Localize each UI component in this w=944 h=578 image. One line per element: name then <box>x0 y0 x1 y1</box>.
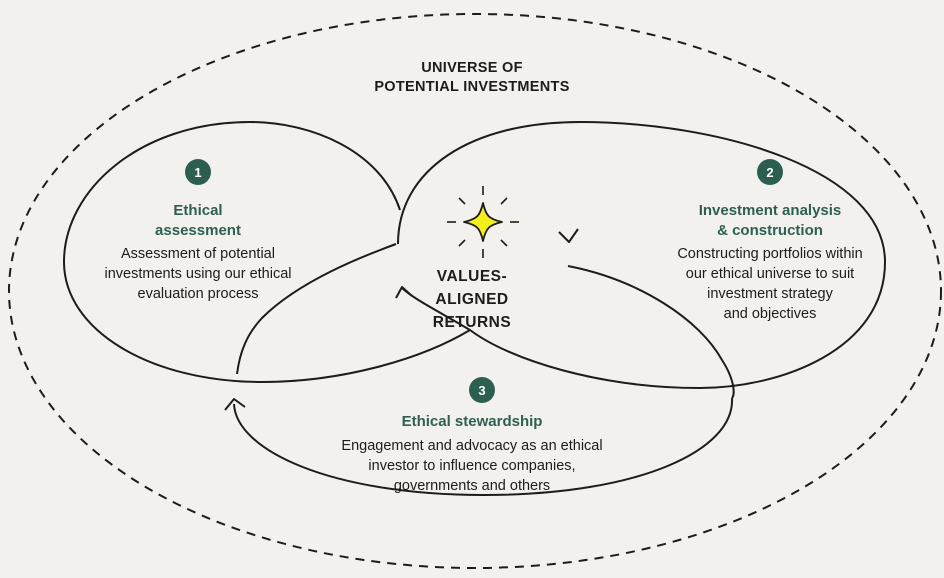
step-2-desc-line1: Constructing portfolios within <box>677 246 863 262</box>
circle-ethical-stewardship <box>233 265 735 497</box>
step-1-desc-line2: investments using our ethical <box>104 266 292 282</box>
step-3-title: Ethical stewardship <box>401 413 543 430</box>
arrow-head-center-left <box>395 286 413 299</box>
step-3-description: Engagement and advocacy as an ethical in… <box>312 436 632 496</box>
arrow-head-bottom-left <box>224 398 246 411</box>
center-label-line1: VALUES- <box>436 268 508 285</box>
step-1-title-line2: assessment <box>155 222 241 239</box>
sparkle-star-icon <box>447 186 519 258</box>
step-1-title-line1: Ethical <box>173 202 223 219</box>
arrow-head-top-right <box>558 228 579 243</box>
step-2-badge: 2 <box>757 159 783 185</box>
step-2-desc-line3: investment strategy <box>707 286 833 302</box>
step-1-badge: 1 <box>185 159 211 185</box>
center-label: VALUES- ALIGNED RETURNS <box>402 265 542 334</box>
universe-label-line2: POTENTIAL INVESTMENTS <box>374 79 570 95</box>
step-3-desc-line2: investor to influence companies, <box>368 458 576 474</box>
step-2-desc-line2: our ethical universe to suit <box>685 266 855 282</box>
universe-label: UNIVERSE OF POTENTIAL INVESTMENTS <box>302 59 642 97</box>
step-1-desc-line3: evaluation process <box>137 286 259 302</box>
step-3-desc-line1: Engagement and advocacy as an ethical <box>341 438 603 454</box>
step-2-description: Constructing portfolios within our ethic… <box>645 244 895 324</box>
step-1-title: Ethical assessment <box>118 201 278 241</box>
circle-investment-analysis <box>397 120 887 390</box>
step-2-title-line1: Investment analysis <box>698 202 842 219</box>
step-1-desc-line1: Assessment of potential <box>121 246 275 262</box>
step-1-description: Assessment of potential investments usin… <box>78 244 318 304</box>
step-2-title-line2: & construction <box>717 222 823 239</box>
universe-boundary <box>8 13 942 569</box>
step-2-desc-line4: and objectives <box>723 306 817 322</box>
center-label-line2: ALIGNED <box>435 291 509 308</box>
center-label-line3: RETURNS <box>432 314 512 331</box>
step-2-title: Investment analysis & construction <box>660 201 880 241</box>
circle-ethical-assessment <box>62 120 471 384</box>
step-3-desc-line3: governments and others <box>393 478 551 494</box>
step-3-badge: 3 <box>469 377 495 403</box>
universe-label-line1: UNIVERSE OF <box>421 60 523 76</box>
